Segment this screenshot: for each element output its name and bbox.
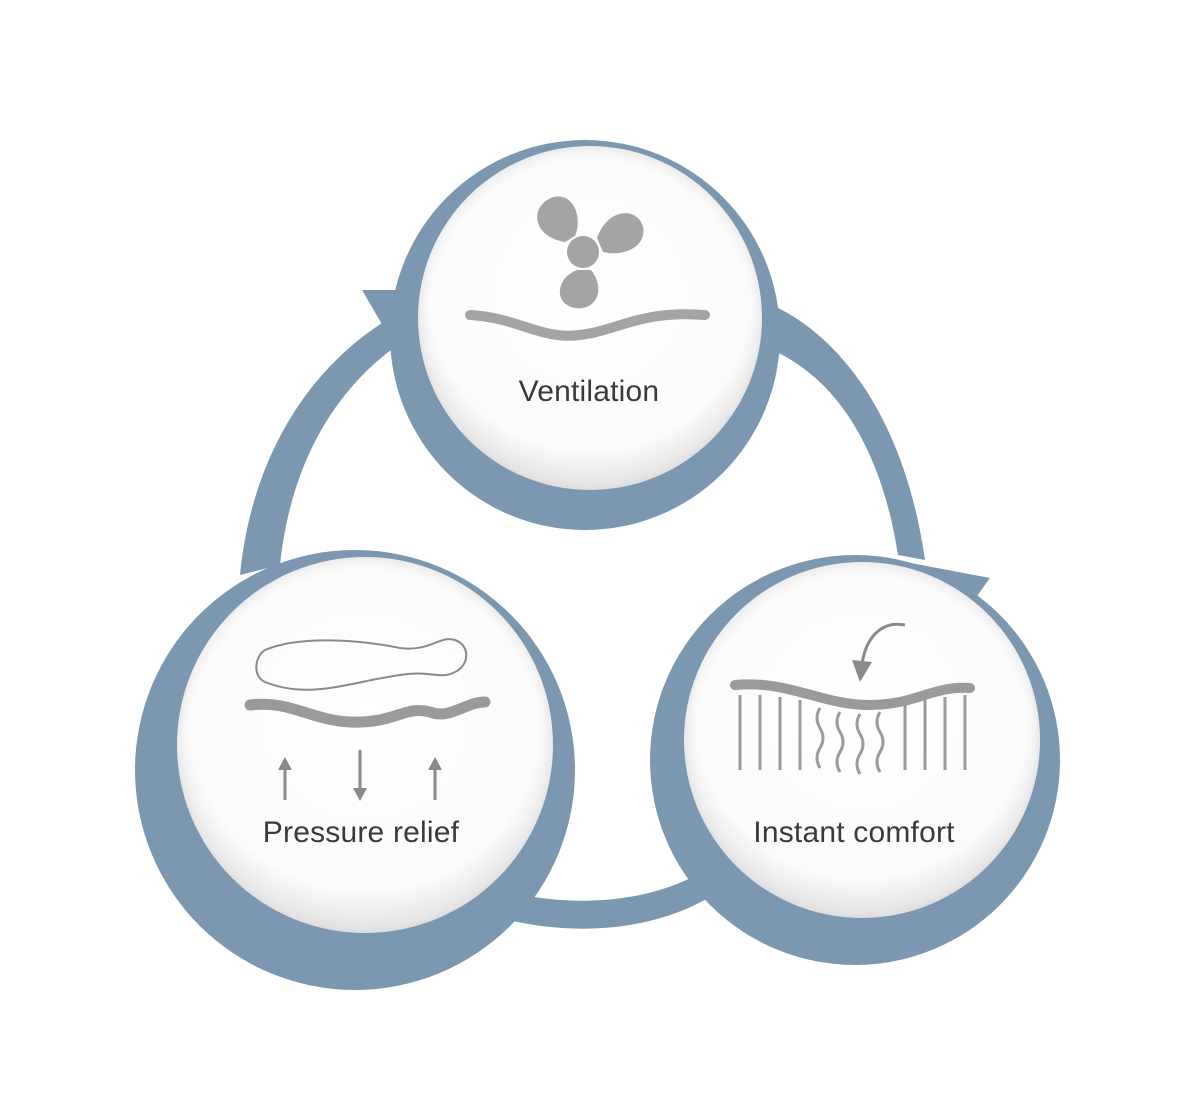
- flow-arrow-comfort-to-pressure: [460, 855, 745, 929]
- ventilation-mattress-wave: [465, 309, 710, 341]
- flow-arrow-pressure-to-ventilation: [240, 315, 405, 575]
- label-ventilation: Ventilation: [518, 375, 660, 408]
- label-pressure-relief: Pressure relief: [262, 816, 460, 849]
- body-pressure-icon: [244, 638, 491, 801]
- disc-pressure-relief: [177, 557, 553, 933]
- spring-mattress-icon: [730, 622, 975, 775]
- fan-icon: [537, 196, 644, 309]
- disc-ventilation: [418, 146, 762, 490]
- label-instant-comfort: Instant comfort: [753, 816, 955, 849]
- flow-arrow-ventilation-to-comfort: [760, 300, 925, 560]
